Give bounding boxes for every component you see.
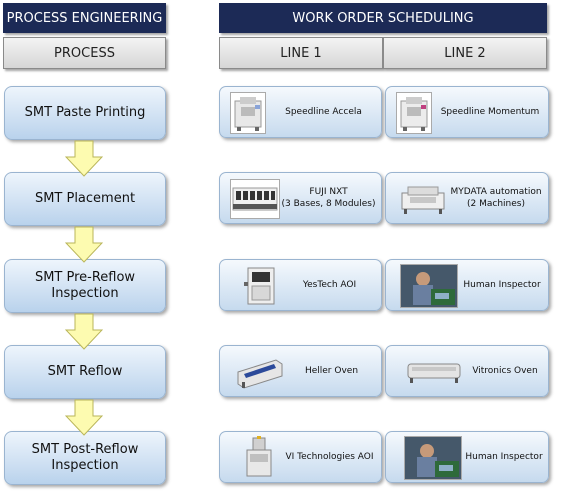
line1-machine-card: Heller Oven [219, 345, 382, 397]
line2-machine-card: Speedline Momentum [385, 86, 549, 138]
process-step-label: SMT Paste Printing [24, 105, 146, 120]
human-inspector-photo [400, 264, 458, 308]
line2-machine-card: MYDATA automation (2 Machines) [385, 172, 549, 224]
aoi-machine-image [242, 436, 276, 480]
process-step-reflow: SMT Reflow [4, 345, 166, 399]
down-arrow-icon [65, 313, 103, 350]
subheader-line-2: LINE 2 [383, 37, 547, 69]
process-step-post-reflow-inspection: SMT Post-Reflow Inspection [4, 431, 166, 485]
process-step-pre-reflow-inspection: SMT Pre-Reflow Inspection [4, 259, 166, 313]
line1-machine-card: VI Technologies AOI [219, 431, 382, 483]
machine-label: YesTech AOI [302, 280, 357, 290]
human-inspector-photo [404, 436, 462, 480]
machine-label: MYDATA automation (2 Machines) [450, 187, 542, 209]
process-step-label: SMT Pre-Reflow Inspection [34, 270, 136, 301]
process-step-paste-printing: SMT Paste Printing [4, 86, 166, 140]
line1-machine-card: FUJI NXT (3 Bases, 8 Modules) [219, 172, 382, 224]
line2-machine-card: Human Inspector [385, 431, 549, 483]
printer-machine-image [230, 92, 266, 134]
down-arrow-icon [65, 226, 103, 263]
machine-label: Speedline Accela [285, 107, 362, 117]
reflow-oven-image [406, 358, 462, 384]
machine-label: FUJI NXT (3 Bases, 8 Modules) [281, 187, 376, 209]
subheader-process: PROCESS [3, 37, 166, 69]
machine-label: Heller Oven [304, 366, 359, 376]
line1-machine-card: Speedline Accela [219, 86, 382, 138]
down-arrow-icon [65, 140, 103, 177]
machine-label: Speedline Momentum [440, 107, 540, 117]
machine-label: Human Inspector [465, 452, 543, 462]
reflow-oven-image [236, 354, 284, 390]
header-work-order-scheduling: WORK ORDER SCHEDULING [219, 3, 547, 33]
process-step-placement: SMT Placement [4, 172, 166, 226]
aoi-machine-image [242, 264, 280, 308]
process-step-label: SMT Post-Reflow Inspection [31, 442, 139, 473]
machine-label: Vitronics Oven [472, 366, 538, 376]
process-step-label: SMT Reflow [47, 364, 123, 379]
line2-machine-card: Human Inspector [385, 259, 549, 311]
line2-machine-card: Vitronics Oven [385, 345, 549, 397]
header-process-engineering: PROCESS ENGINEERING [3, 3, 166, 33]
process-step-label: SMT Placement [34, 191, 136, 206]
down-arrow-icon [65, 399, 103, 436]
machine-label: Human Inspector [463, 280, 541, 290]
placement-machine-image [230, 179, 280, 219]
subheader-line-1: LINE 1 [219, 37, 383, 69]
line1-machine-card: YesTech AOI [219, 259, 382, 311]
printer-machine-image [396, 92, 432, 134]
machine-label: VI Technologies AOI [285, 452, 374, 462]
placement-machine-image [400, 183, 446, 215]
